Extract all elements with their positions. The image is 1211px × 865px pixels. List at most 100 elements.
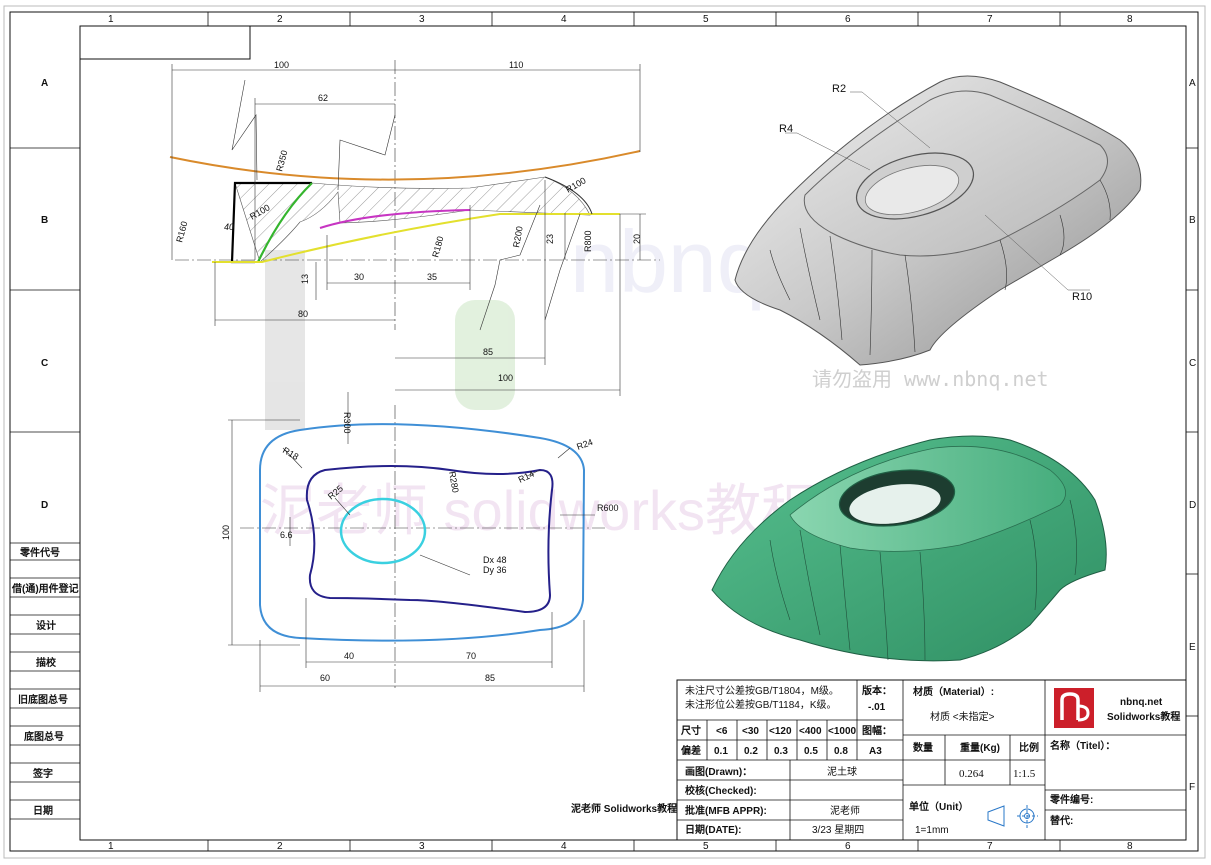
row-label-a-right: A (1189, 78, 1196, 89)
projection-symbol-icon (987, 805, 1038, 828)
col-label-6: 6 (845, 14, 851, 25)
row-label-e-right: E (1189, 642, 1196, 653)
dim-13: 13 (300, 274, 310, 284)
watermark-b-shape (455, 300, 515, 410)
tb-tol-head-4: <400 (799, 726, 822, 737)
iso-r10: R10 (1072, 291, 1092, 303)
tb-name-label: 名称（Titel）： (1050, 739, 1115, 752)
tb-replace-label: 替代: (1050, 814, 1073, 827)
tb-tol-val-3: 0.3 (774, 746, 788, 757)
hole-outline (339, 497, 427, 565)
nbnq-logo-icon (1054, 688, 1094, 728)
dim-110: 110 (509, 60, 523, 70)
row-label-a: A (41, 78, 48, 89)
iso-green-model (711, 435, 1107, 662)
tb-material-label: 材质（Material）: (913, 685, 994, 698)
col-label-3-bottom: 3 (419, 841, 425, 852)
section-view: 100 110 62 R350 R160 R100 R100 40 R180 R… (169, 60, 660, 396)
dim-30: 30 (354, 272, 364, 282)
left-record-strip: 零件代号 借(通)用件登记 设计 描校 旧底图总号 底图总号 签字 日期 (10, 542, 80, 820)
iso-r2: R2 (832, 83, 846, 95)
tb-sheet-label: 图幅： (862, 724, 892, 737)
tb-tol-head-1: <6 (716, 726, 728, 737)
tb-logo-line2: Solidworks教程 (1107, 710, 1180, 723)
col-label-2-bottom: 2 (277, 841, 283, 852)
plan-view: R300 R18 R24 R280 R25 R14 R600 100 6.6 D… (221, 392, 619, 692)
plan-60: 60 (320, 673, 330, 683)
tb-tol-val-5: 0.8 (834, 746, 848, 757)
row-label-c: C (41, 358, 48, 369)
col-label-7-bottom: 7 (987, 841, 993, 852)
dim-20: 20 (632, 234, 642, 244)
dim-85: 85 (483, 347, 493, 357)
tb-version-label: 版本： (862, 684, 892, 697)
dim-35: 35 (427, 272, 437, 282)
zone-columns: 1 2 3 4 5 6 7 8 1 2 3 4 5 6 7 8 (108, 12, 1133, 852)
tb-tol-val-0: 偏差 (681, 744, 701, 757)
dim-23: 23 (545, 234, 555, 244)
dim-100-lower: 100 (498, 373, 513, 383)
outer-border (9, 11, 1199, 852)
col-label-1: 1 (108, 14, 114, 25)
watermark-url: 请勿盗用 www.nbnq.net (812, 367, 1049, 391)
col-label-4: 4 (561, 14, 567, 25)
row-label-d-right: D (1189, 500, 1196, 511)
dim-80: 80 (298, 309, 308, 319)
col-label-5: 5 (703, 14, 709, 25)
tb-tol-head-0: 尺寸 (681, 724, 701, 737)
tb-tol-val-2: 0.2 (744, 746, 758, 757)
row-label-d: D (41, 500, 48, 511)
tb-part-no-label: 零件编号: (1049, 793, 1093, 806)
tb-date-value: 3/23 星期四 (812, 824, 864, 836)
tb-sheet-value: A3 (869, 746, 882, 757)
strip-design: 设计 (36, 619, 56, 632)
dim-100: 100 (274, 60, 289, 70)
tb-tol-val-4: 0.5 (804, 746, 818, 757)
tb-appr-label: 批准(MFB APPR): (685, 804, 767, 817)
inner-border (79, 25, 1187, 841)
tb-scale-value: 1:1.5 (1013, 768, 1036, 780)
strip-date: 日期 (33, 804, 53, 817)
tb-checked-label: 校核(Checked): (685, 784, 757, 797)
strip-trace-check: 描校 (36, 656, 57, 669)
col-label-8-bottom: 8 (1127, 841, 1133, 852)
strip-base-drawing-no: 底图总号 (24, 730, 64, 743)
magenta-curve (319, 209, 471, 229)
plan-dy: Dy 36 (483, 565, 507, 575)
col-label-7: 7 (987, 14, 993, 25)
corner-box (79, 25, 251, 60)
outer-outline (259, 423, 586, 642)
dim-62: 62 (318, 93, 328, 103)
plan-40: 40 (344, 651, 354, 661)
row-label-f-right: F (1189, 782, 1195, 793)
row-label-b: B (41, 215, 48, 226)
tb-unit-label: 单位（Unit） (909, 800, 968, 813)
tb-tol-head-2: <30 (742, 726, 759, 737)
plan-6-6: 6.6 (280, 530, 293, 540)
yellow-curve (212, 213, 620, 263)
zone-rows: A B C D A B C D E F (10, 78, 1198, 793)
plan-r600: R600 (597, 503, 619, 513)
tb-note-1: 未注尺寸公差按GB/T1804，M级。 (685, 684, 839, 697)
tb-material-value: 材质 <未指定> (930, 710, 995, 723)
col-label-6-bottom: 6 (845, 841, 851, 852)
section-hatch (234, 176, 591, 263)
iso-r4: R4 (779, 123, 793, 135)
row-label-b-right: B (1189, 215, 1196, 226)
inner-outline (305, 465, 554, 614)
tb-tol-head-3: <120 (769, 726, 792, 737)
dim-r800: R800 (583, 230, 593, 252)
tb-appr-value: 泥老师 (830, 804, 860, 817)
col-label-1-bottom: 1 (108, 841, 114, 852)
title-block: 未注尺寸公差按GB/T1804，M级。 未注形位公差按GB/T1184，K级。 … (676, 679, 1187, 841)
credit-text: 泥老师 Solidworks教程 (571, 802, 677, 815)
iso-gray-model: R2 R4 R10 (734, 75, 1142, 366)
watermark-cn: 泥老师 solidworks教程 (260, 479, 817, 542)
orange-arc (169, 150, 641, 181)
col-label-2: 2 (277, 14, 283, 25)
tb-qty-label: 数量 (913, 741, 933, 754)
tb-drawn-label: 画图(Drawn)： (685, 766, 752, 778)
tb-drawn-value: 泥土球 (827, 765, 857, 778)
green-arc (257, 182, 313, 263)
